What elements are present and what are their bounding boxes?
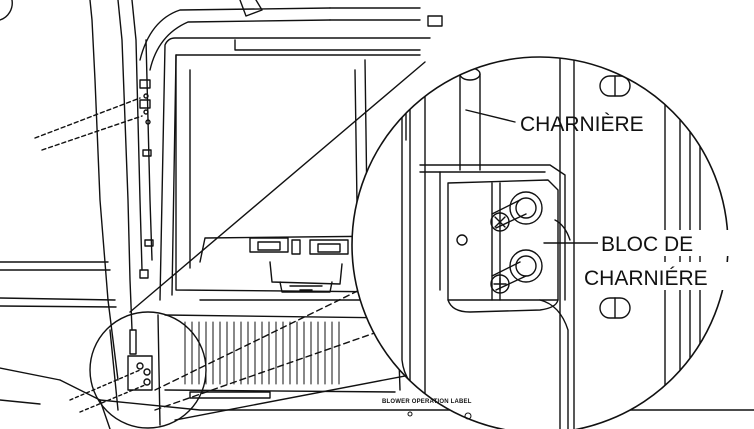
hinge-block-label-line2: CHARNIÉRE	[584, 267, 708, 290]
zoom-leader-bottom	[174, 374, 411, 421]
zoom-leader-top	[129, 61, 426, 313]
bottom-screw-2	[407, 411, 413, 417]
bottom-screw	[464, 412, 472, 420]
step-circle	[0, 0, 13, 21]
hinge-label: CHARNIÈRE	[520, 113, 644, 136]
hinge-block-label-line1: BLOC DE	[601, 233, 693, 256]
detail-circle-small	[89, 311, 207, 429]
dashed-guides-upper	[34, 97, 143, 151]
hinge-block-label-bg	[598, 230, 748, 256]
dashed-guides-lower	[69, 369, 146, 413]
grille-slots	[184, 321, 340, 385]
hinge-block-label-bg-2	[582, 262, 750, 290]
door-frame	[0, 0, 154, 381]
blower-operation-label: BLOWER OPERATION LABEL	[382, 399, 472, 405]
small-hinge	[109, 314, 161, 426]
